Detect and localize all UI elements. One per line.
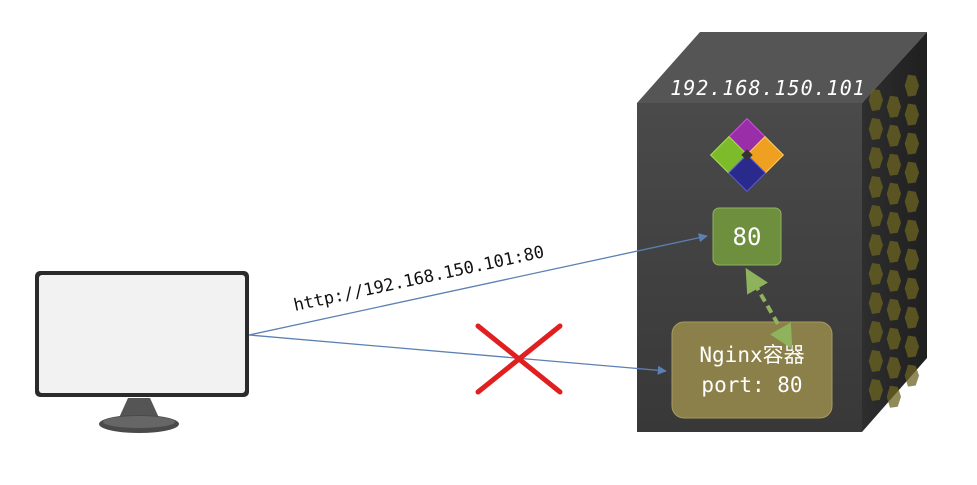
vent-cell: [904, 364, 919, 387]
vent-cell: [868, 350, 883, 372]
vent-cell: [886, 269, 901, 292]
nginx-container-box: Nginx容器 port: 80: [671, 321, 833, 419]
vent-cell: [868, 89, 883, 111]
port-mapping-link: [745, 267, 793, 350]
vent-cell: [904, 219, 919, 242]
vent-cell: [868, 321, 883, 343]
host-port-box: 80: [712, 207, 782, 266]
arrow-to-host-port: [248, 233, 708, 336]
vent-cell: [904, 190, 919, 213]
vent-cell: [904, 306, 919, 329]
vent-cell: [886, 95, 901, 118]
vent-cell: [886, 240, 901, 263]
vent-cell: [904, 161, 919, 184]
reject-cross-icon: [475, 323, 563, 395]
vent-cell: [886, 356, 901, 379]
monitor-icon: [35, 271, 249, 433]
side-vent-pattern: [868, 74, 919, 408]
vent-cell: [886, 327, 901, 350]
diamond-cluster-logo: [709, 117, 785, 193]
vent-cell: [868, 176, 883, 198]
server-host: 192.168.150.101 80 Nginx容器 port: 80: [637, 32, 927, 432]
vent-cell: [904, 103, 919, 126]
vent-cell: [868, 263, 883, 285]
server-ip-label: 192.168.150.101: [670, 76, 866, 100]
vent-cell: [904, 248, 919, 271]
host-port-label: 80: [733, 223, 762, 251]
vent-cell: [886, 124, 901, 147]
vent-cell: [904, 74, 919, 97]
client-monitor: [35, 271, 249, 433]
vent-cell: [904, 335, 919, 358]
vent-cell: [886, 385, 901, 408]
vent-cell: [886, 211, 901, 234]
container-name-label: Nginx容器: [699, 343, 804, 367]
vent-cell: [868, 379, 883, 401]
container-port-label: port: 80: [701, 373, 802, 397]
vent-cell: [868, 234, 883, 256]
vent-cell: [868, 292, 883, 314]
vent-cell: [886, 182, 901, 205]
vent-cell: [904, 277, 919, 300]
vent-cell: [868, 147, 883, 169]
vent-cell: [868, 118, 883, 140]
arrow-to-container-direct: [248, 334, 667, 375]
vent-cell: [904, 132, 919, 155]
vent-cell: [886, 153, 901, 176]
vent-cell: [868, 205, 883, 227]
server-top-face: [637, 32, 927, 103]
vent-cell: [886, 298, 901, 321]
